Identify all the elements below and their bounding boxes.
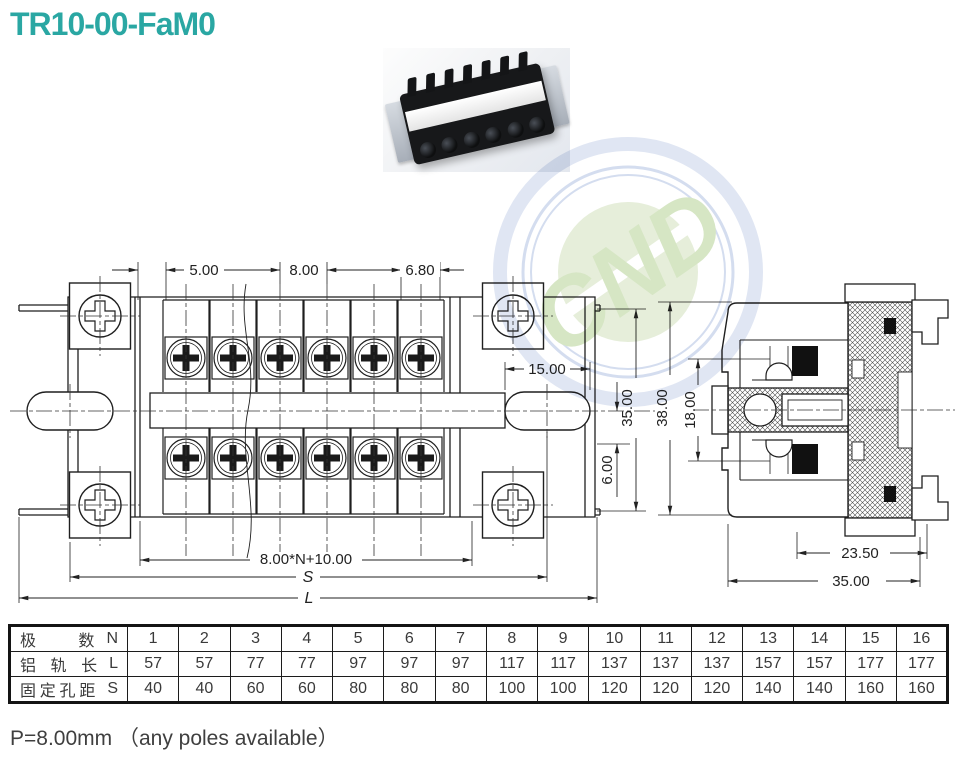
- value-cell: 13: [741, 625, 795, 652]
- value-cell: 77: [229, 651, 282, 677]
- pitch-note: P=8.00mm （any poles available）: [10, 727, 339, 750]
- value-cell: 120: [690, 676, 744, 703]
- value-cell: 97: [331, 651, 385, 677]
- product-photo: [383, 48, 570, 172]
- value-cell: 177: [895, 651, 949, 677]
- value-cell: 3: [229, 625, 282, 652]
- value-cell: 16: [895, 625, 949, 652]
- value-cell: 117: [536, 651, 590, 677]
- value-cell: 8: [485, 625, 539, 652]
- dim-15: 15.00: [528, 361, 566, 378]
- page-title: TR10-00-FaM0: [10, 6, 216, 42]
- value-cell: 80: [383, 676, 436, 703]
- value-cell: 10: [588, 625, 641, 652]
- dim-18: 18.00: [682, 391, 699, 429]
- front-view: [10, 276, 655, 559]
- value-cell: 14: [793, 625, 846, 652]
- value-cell: 40: [126, 676, 180, 703]
- dim-38: 38.00: [654, 389, 671, 427]
- value-cell: 140: [741, 676, 795, 703]
- value-cell: 6: [383, 625, 436, 652]
- value-cell: 140: [793, 676, 846, 703]
- value-cell: 97: [383, 651, 436, 677]
- value-cell: 60: [280, 676, 334, 703]
- dim-l: L: [305, 590, 314, 607]
- value-cell: 100: [485, 676, 539, 703]
- value-cell: 5: [331, 625, 385, 652]
- value-cell: 157: [793, 651, 846, 677]
- value-cell: 160: [895, 676, 949, 703]
- value-cell: 120: [639, 676, 692, 703]
- value-cell: 1: [126, 625, 180, 652]
- dim-5: 5.00: [189, 262, 218, 279]
- value-cell: 157: [741, 651, 795, 677]
- value-cell: 60: [229, 676, 282, 703]
- dim-35-side: 35.00: [832, 573, 870, 590]
- value-cell: 100: [536, 676, 590, 703]
- value-cell: 7: [434, 625, 487, 652]
- dim-8: 8.00: [289, 262, 318, 279]
- dim-6: 6.00: [599, 455, 616, 484]
- side-view: [693, 283, 955, 537]
- terminal-block-image: [384, 51, 570, 166]
- dim-35-front: 35.00: [619, 389, 636, 427]
- dim-6-8: 6.80: [405, 262, 434, 279]
- block-body: [398, 51, 556, 166]
- value-cell: 137: [690, 651, 744, 677]
- value-cell: 11: [639, 625, 692, 652]
- value-cell: 2: [178, 625, 231, 652]
- dim-formula: 8.00*N+10.00: [260, 551, 352, 568]
- value-cell: 120: [588, 676, 641, 703]
- value-cell: 80: [434, 676, 487, 703]
- value-cell: 40: [178, 676, 231, 703]
- dim-23-5: 23.50: [841, 545, 879, 562]
- value-cell: 57: [126, 651, 180, 677]
- value-cell: 137: [588, 651, 641, 677]
- value-cell: 160: [844, 676, 897, 703]
- value-cell: 57: [178, 651, 231, 677]
- value-cell: 77: [280, 651, 334, 677]
- value-cell: 12: [690, 625, 744, 652]
- side-view-dimensions: 38.00 18.00 23.50 35.00: [654, 301, 928, 590]
- value-cell: 177: [844, 651, 897, 677]
- value-cell: 4: [280, 625, 334, 652]
- value-cell: 80: [331, 676, 385, 703]
- value-cell: 137: [639, 651, 692, 677]
- dim-s: S: [303, 569, 314, 586]
- value-cell: 9: [536, 625, 590, 652]
- value-cell: 15: [844, 625, 897, 652]
- value-cell: 97: [434, 651, 487, 677]
- value-cell: 117: [485, 651, 539, 677]
- technical-drawing: 5.00 8.00 6.80 15.00 35.00 6.00 8.00*N+1…: [10, 262, 955, 607]
